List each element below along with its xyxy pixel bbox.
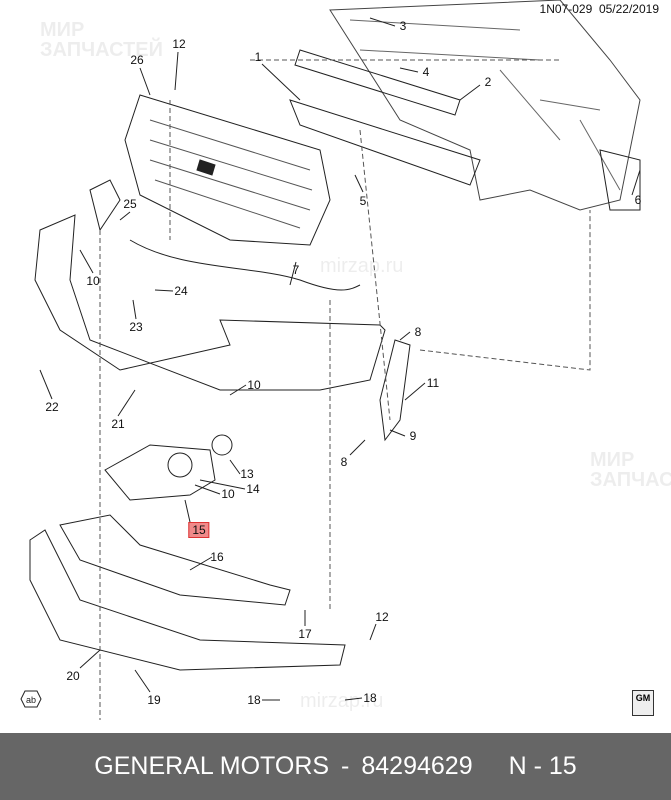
callout-25[interactable]: 25 [123,197,137,211]
callout-1[interactable]: 1 [254,50,262,64]
callout-26[interactable]: 26 [130,53,144,67]
ab-icon-text: ab [26,695,36,705]
diagram-code: 1N07-029 [539,2,593,16]
callout-19[interactable]: 19 [147,693,161,707]
callout-24[interactable]: 24 [174,284,188,298]
ab-hex-icon: ab [20,690,42,708]
gm-logo-text: GM [635,693,651,703]
callout-3[interactable]: 3 [399,19,407,33]
diagram-date: 05/22/2019 [598,2,659,16]
fog-lamp-13 [211,434,233,456]
callout-13[interactable]: 13 [240,467,254,481]
lower-fascia-20 [29,529,346,671]
callout-9[interactable]: 9 [409,429,417,443]
part-1-bar [289,99,481,186]
callout-17[interactable]: 17 [298,627,312,641]
fog-bezel-14 [104,444,216,501]
callout-8[interactable]: 8 [340,455,348,469]
bracket-25 [89,179,121,232]
lower-grille-16 [59,514,291,606]
callout-7[interactable]: 7 [292,263,300,277]
callout-15-highlighted[interactable]: 15 [188,522,210,538]
footer-ref: N - 15 [508,752,577,780]
parts-diagram [29,0,641,720]
leader-lines [39,17,641,701]
callout-4[interactable]: 4 [422,65,430,79]
footer-brand: GENERAL MOTORS [94,752,330,780]
callout-10[interactable]: 10 [221,487,235,501]
callout-14[interactable]: 14 [246,482,260,496]
callout-10[interactable]: 10 [86,274,100,288]
gm-logo-icon: GM [632,690,654,716]
callout-12[interactable]: 12 [375,610,389,624]
footer-separator: - [341,752,350,780]
callout-20[interactable]: 20 [66,669,80,683]
callout-12[interactable]: 12 [172,37,186,51]
callout-22[interactable]: 22 [45,400,59,414]
callout-18[interactable]: 18 [247,693,261,707]
callout-16[interactable]: 16 [210,550,224,564]
part-2-deflector [294,49,461,116]
bracket-9 [379,339,411,442]
footer-bar: GENERAL MOTORS - 84294629 N - 15 [0,733,671,800]
callout-2[interactable]: 2 [484,75,492,89]
callout-23[interactable]: 23 [129,320,143,334]
callout-6[interactable]: 6 [634,193,642,207]
wire-harness-7 [129,239,361,291]
footer-part-number: 84294629 [361,752,473,780]
front-structure [329,0,641,211]
callout-18[interactable]: 18 [363,691,377,705]
callout-10[interactable]: 10 [247,378,261,392]
callout-11[interactable]: 11 [426,376,440,390]
guide-lines [99,59,591,720]
grille-26 [124,94,331,246]
callout-8[interactable]: 8 [414,325,422,339]
callout-21[interactable]: 21 [111,417,125,431]
callout-5[interactable]: 5 [359,194,367,208]
upper-fascia-21 [34,214,386,391]
diagram-header: 1N07-029 05/22/2019 [540,2,659,16]
